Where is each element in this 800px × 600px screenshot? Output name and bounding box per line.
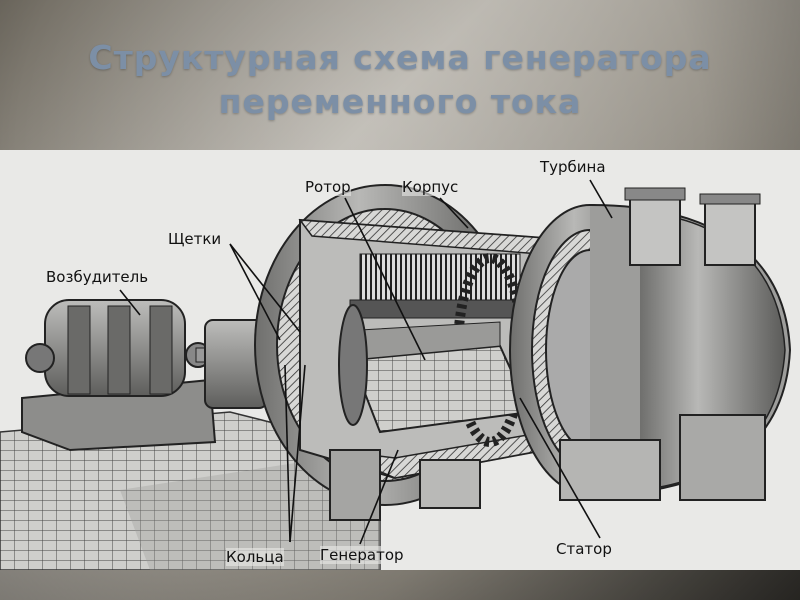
label-stator: Статор xyxy=(556,540,612,558)
title-line-1: Структурная схема генератора xyxy=(40,36,760,80)
label-generator: Генератор xyxy=(320,546,404,564)
title-line-2: переменного тока xyxy=(40,80,760,124)
label-exciter: Возбудитель xyxy=(46,268,148,286)
label-housing: Корпус xyxy=(402,178,458,196)
label-rings: Кольца xyxy=(226,548,284,566)
generator-diagram: Ротор Корпус Турбина Щетки Возбудитель К… xyxy=(0,150,800,570)
label-turbine: Турбина xyxy=(540,158,606,176)
label-rotor: Ротор xyxy=(305,178,351,196)
generator-illustration xyxy=(0,150,800,570)
label-brushes: Щетки xyxy=(168,230,221,248)
exciter-machine xyxy=(22,300,236,450)
slide-title: Структурная схема генератора переменного… xyxy=(40,36,760,124)
